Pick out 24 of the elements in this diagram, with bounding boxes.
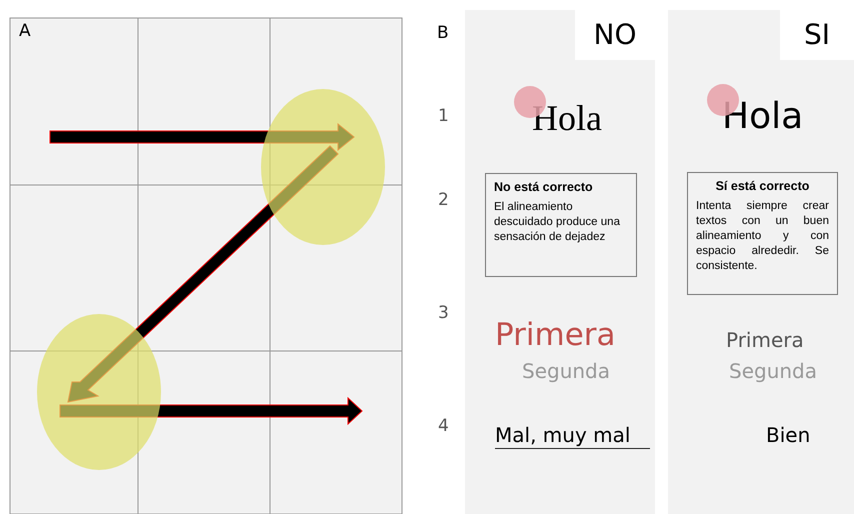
sample-text: Hola: [722, 99, 804, 135]
sample-text: Primera: [495, 320, 616, 351]
note-heading: No está correcto: [494, 180, 594, 194]
note-heading: Sí está correcto: [714, 179, 810, 193]
note-text: El alineamiento descuidado produce una sensación de dejadez: [494, 200, 621, 245]
column-heading: NO: [575, 10, 655, 60]
sample-text: Hola: [532, 100, 602, 136]
panel-letter: A: [19, 23, 31, 40]
row-number: 2: [438, 192, 449, 209]
column-panel: [668, 10, 854, 514]
sample-text: Segunda: [729, 361, 817, 381]
sample-text: Mal, muy mal: [495, 425, 650, 449]
column-panel: [465, 10, 655, 514]
sample-text: Bien: [766, 425, 810, 445]
row-number: 1: [438, 108, 449, 125]
note-text: Intenta siempre crear textos con un buen alineamiento y con espacio alrededir. Se consistente.: [696, 199, 829, 274]
row-number: 4: [438, 418, 449, 435]
panel-letter: B: [437, 25, 449, 42]
row-number: 3: [438, 305, 449, 322]
column-heading: SI: [780, 10, 854, 60]
note-box: [687, 172, 838, 295]
note-box: [485, 173, 637, 277]
sample-text: Segunda: [522, 361, 610, 381]
sample-text: Primera: [726, 330, 804, 350]
